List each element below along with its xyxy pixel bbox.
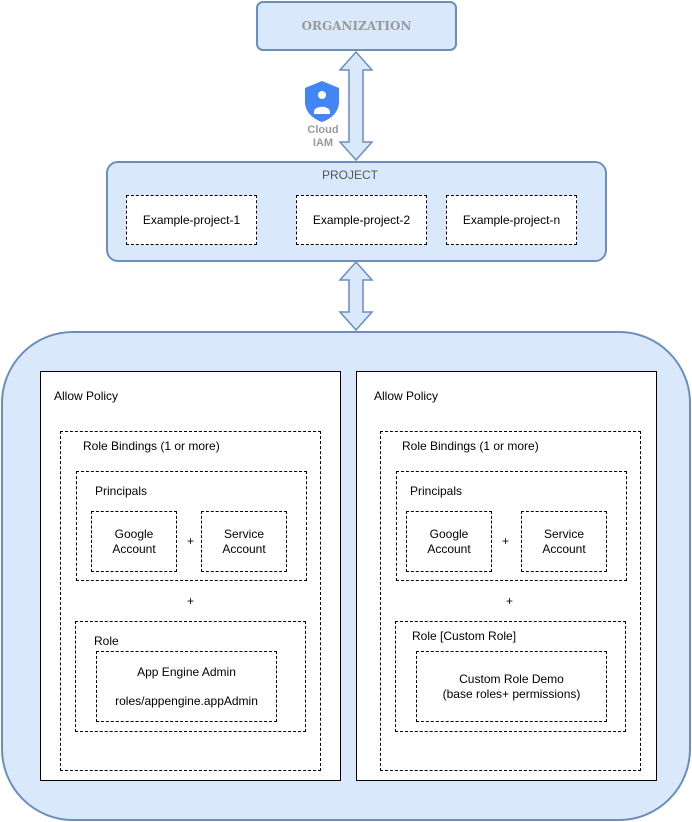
project-item-n: Example-project-n xyxy=(446,195,577,245)
plus-inner-left: + xyxy=(187,534,195,548)
role-right-label: Role [Custom Role] xyxy=(412,629,517,643)
principals-right-label: Principals xyxy=(410,484,463,498)
role-right-detail-line1: Custom Role Demo xyxy=(459,672,564,686)
role-left-detail-line1: App Engine Admin xyxy=(137,665,236,679)
service-account-left-line1: Service xyxy=(223,526,264,541)
service-account-right: Service Account xyxy=(521,511,607,572)
plus-outer-right: + xyxy=(506,594,514,608)
cloud-iam-label: Cloud IAM xyxy=(300,124,346,150)
role-bindings-right-label: Role Bindings (1 or more) xyxy=(402,439,539,453)
principals-left-label: Principals xyxy=(95,484,148,498)
cloud-iam-shield-icon xyxy=(305,81,339,122)
allow-policy-right-title: Allow Policy xyxy=(374,389,439,403)
project-label: PROJECT xyxy=(321,168,378,182)
role-right-detail: Custom Role Demo (base roles+ permission… xyxy=(416,651,607,722)
org-project-arrow xyxy=(338,50,374,162)
google-account-left-line2: Account xyxy=(112,541,156,556)
project-item-2: Example-project-2 xyxy=(296,195,427,245)
role-left-detail: App Engine Admin roles/appengine.appAdmi… xyxy=(96,651,277,722)
role-left-detail-line2: roles/appengine.appAdmin xyxy=(115,694,258,708)
role-right-detail-line2: (base roles+ permissions) xyxy=(442,687,581,701)
role-left-label: Role xyxy=(94,634,119,648)
service-account-right-line1: Service xyxy=(543,526,584,541)
organization-label: ORGANIZATION xyxy=(301,18,412,33)
project-item-1: Example-project-1 xyxy=(126,195,257,245)
google-account-left-line1: Google xyxy=(114,526,154,541)
service-account-left-line2: Account xyxy=(222,541,266,556)
project-policies-arrow xyxy=(338,260,374,332)
google-account-left: Google Account xyxy=(91,511,177,572)
cloud-iam-label-line2: IAM xyxy=(312,137,334,149)
role-bindings-left-label: Role Bindings (1 or more) xyxy=(83,439,220,453)
google-account-right: Google Account xyxy=(406,511,492,572)
service-account-left: Service Account xyxy=(201,511,287,572)
google-account-right-line1: Google xyxy=(429,526,469,541)
plus-inner-right: + xyxy=(502,534,510,548)
organization-box: ORGANIZATION xyxy=(256,1,457,51)
google-account-right-line2: Account xyxy=(427,541,471,556)
cloud-iam-label-line1: Cloud xyxy=(307,124,339,136)
plus-outer-left: + xyxy=(187,594,195,608)
service-account-right-line2: Account xyxy=(542,541,586,556)
allow-policy-left-title: Allow Policy xyxy=(54,389,119,403)
